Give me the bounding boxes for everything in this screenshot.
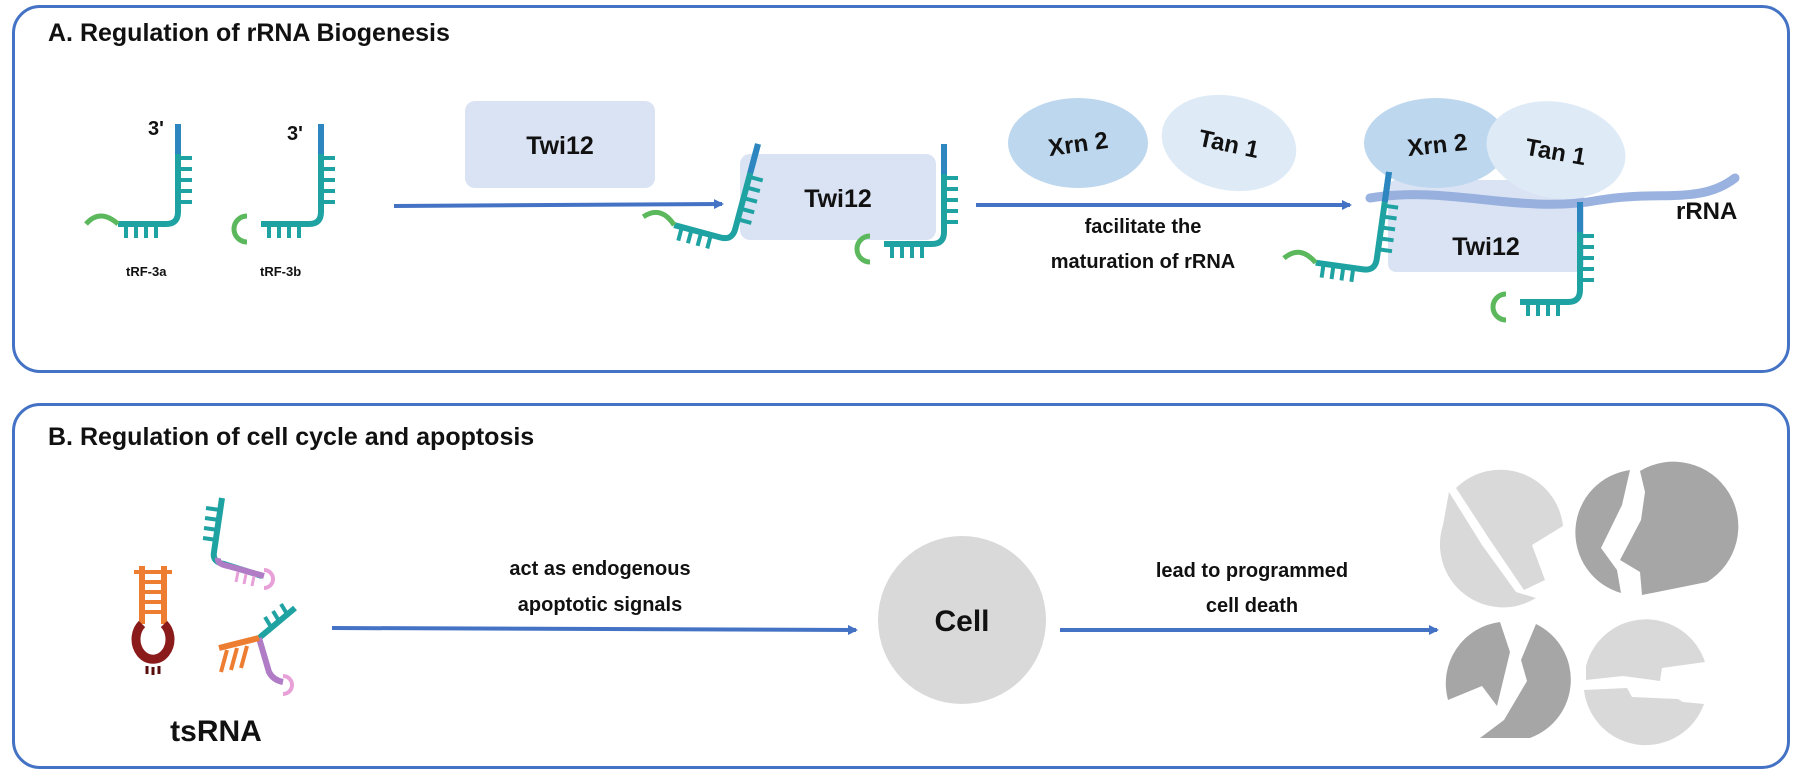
rrna-strand [1365,173,1740,209]
cell-label: Cell [934,605,989,638]
dead-cell-top-left [1439,469,1563,608]
twi12-bound-box [740,154,936,240]
trf-3b-3prime-label: 3' [287,123,303,145]
xrn2-complex [1364,98,1508,188]
tan1-free [1161,94,1297,192]
trf-3a-glyph [84,124,192,238]
arrow-b1-label-line2: apoptotic signals [518,594,682,616]
twi12-free-box [465,101,655,188]
tsrna-glyph-1 [202,497,275,590]
tsrna-label: tsRNA [170,715,262,748]
arrow-a2-label-line1: facilitate the [1085,216,1202,238]
trf-3b-label: tRF-3b [260,264,301,279]
panel-a-title: A. Regulation of rRNA Biogenesis [48,19,450,47]
arrow-a2-label-line2: maturation of rRNA [1051,251,1235,273]
trf-3a-3prime-label: 3' [148,118,164,140]
rrna-label: rRNA [1676,198,1737,225]
arrow-b2-label-line2: cell death [1206,595,1298,617]
panel-b-title: B. Regulation of cell cycle and apoptosi… [48,423,535,451]
twi12-bound-trf-a [641,120,772,258]
dead-cell-bottom-right [1584,619,1705,746]
cell-circle [878,536,1046,704]
dead-cell-top-right [1575,461,1739,595]
arrow-b1-label-line1: act as endogenous [509,558,690,580]
tsrna-glyph-3 [218,602,297,696]
tsrna-glyph-2 [131,566,175,675]
twi12-bound-trf-b [854,144,958,265]
arrow-b2-label-line1: lead to programmed [1156,560,1348,582]
xrn2-complex-label: Xrn 2 [1406,129,1469,162]
arrow-a1 [393,199,724,210]
twi12-free-label: Twi12 [526,132,594,160]
twi12-bound-label: Twi12 [804,185,872,213]
twi12-complex-label: Twi12 [1452,233,1520,261]
complex-trf-b [1490,202,1594,323]
arrow-b1 [331,624,858,635]
trf-3b-glyph [231,124,335,245]
xrn2-free [1008,98,1148,188]
dead-cell-bottom-left [1445,622,1571,738]
tan1-complex [1486,101,1626,199]
complex-trf-a [1282,159,1403,287]
trf-3a-label: tRF-3a [126,264,167,279]
